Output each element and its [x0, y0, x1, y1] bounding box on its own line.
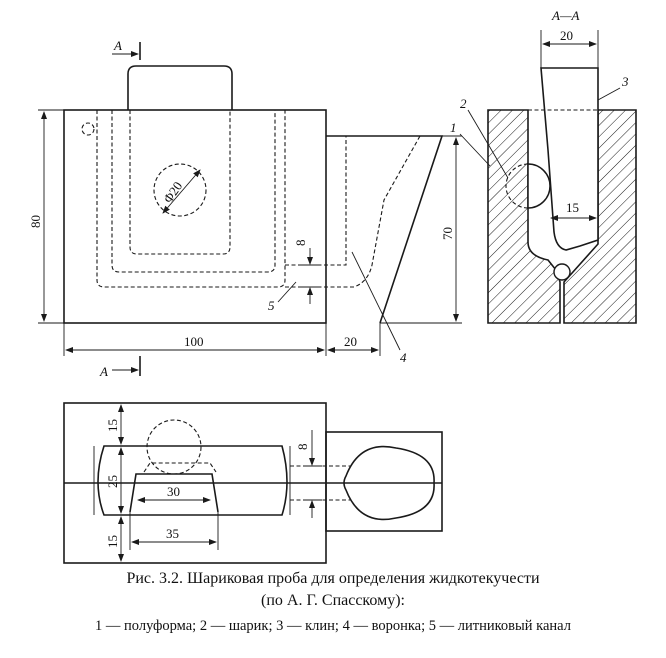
wedge-hidden-outer [129, 110, 231, 255]
mold-right-half [563, 109, 637, 324]
mold-body [63, 109, 327, 324]
dim-15-section: 15 [566, 200, 579, 215]
dim-80: 80 [28, 215, 43, 228]
callout-5: 5 [268, 298, 275, 313]
dim-8-plan: 8 [295, 444, 310, 451]
plan-funnel-teardrop [343, 445, 435, 521]
funnel-outline [326, 135, 444, 324]
leader-5 [277, 281, 297, 303]
plan-ball-hidden [146, 419, 202, 475]
dim-20-section: 20 [560, 28, 573, 43]
dim-15-bottom-plan: 15 [105, 535, 120, 548]
section-view-label: A—A [551, 8, 580, 23]
leader-1 [459, 133, 491, 167]
technical-drawing: Φ20 A A 80 100 20 70 8 5 [28, 8, 637, 564]
leader-2 [467, 109, 509, 179]
dim-30-plan: 30 [167, 484, 180, 499]
dim-dia-20: Φ20 [160, 179, 185, 206]
wedge-section [540, 67, 599, 251]
cavity-hidden-1 [111, 110, 276, 273]
dim-15-top-plan: 15 [105, 419, 120, 432]
section-label-top: A [113, 38, 122, 53]
dim-35-plan: 35 [166, 526, 179, 541]
section-label-bottom: A [99, 364, 108, 379]
ball-hidden-arc [505, 163, 529, 209]
vent-hidden-circle [81, 122, 95, 136]
callout-2: 2 [460, 96, 467, 111]
front-view: Φ20 A A 80 100 20 70 8 5 [28, 38, 462, 379]
plan-view: 15 25 15 30 35 8 [63, 402, 443, 564]
dim-20-bottom: 20 [344, 334, 357, 349]
plan-wedge-top-hidden [143, 462, 217, 473]
leader-3 [597, 87, 621, 101]
caption-line-1: Рис. 3.2. Шариковая проба для определени… [126, 570, 540, 587]
caption-line-2: (по А. Г. Спасскому): [261, 592, 405, 609]
section-view: A—A 20 15 3 2 1 [450, 8, 637, 324]
dim-8-front: 8 [293, 240, 308, 247]
dia-20-leader [162, 169, 201, 214]
ball-hidden-circle [153, 163, 207, 217]
dim-100: 100 [184, 334, 204, 349]
callout-1: 1 [450, 120, 457, 135]
plan-funnel-rect [325, 431, 443, 532]
plan-cavity [97, 445, 288, 516]
cavity-hidden-2 [96, 110, 286, 288]
ball-section [527, 163, 551, 209]
leader-4 [351, 251, 401, 351]
dim-25-plan: 25 [105, 475, 120, 488]
mold-left-half [487, 109, 561, 324]
caption-line-3: 1 — полуформа; 2 — шарик; 3 — клин; 4 — … [95, 618, 571, 634]
dim-70: 70 [440, 227, 455, 240]
callout-3: 3 [621, 74, 629, 89]
callout-4: 4 [400, 350, 407, 365]
small-ball [553, 263, 571, 281]
wedge-top [127, 65, 233, 110]
channel-hidden-bottom [285, 135, 421, 288]
